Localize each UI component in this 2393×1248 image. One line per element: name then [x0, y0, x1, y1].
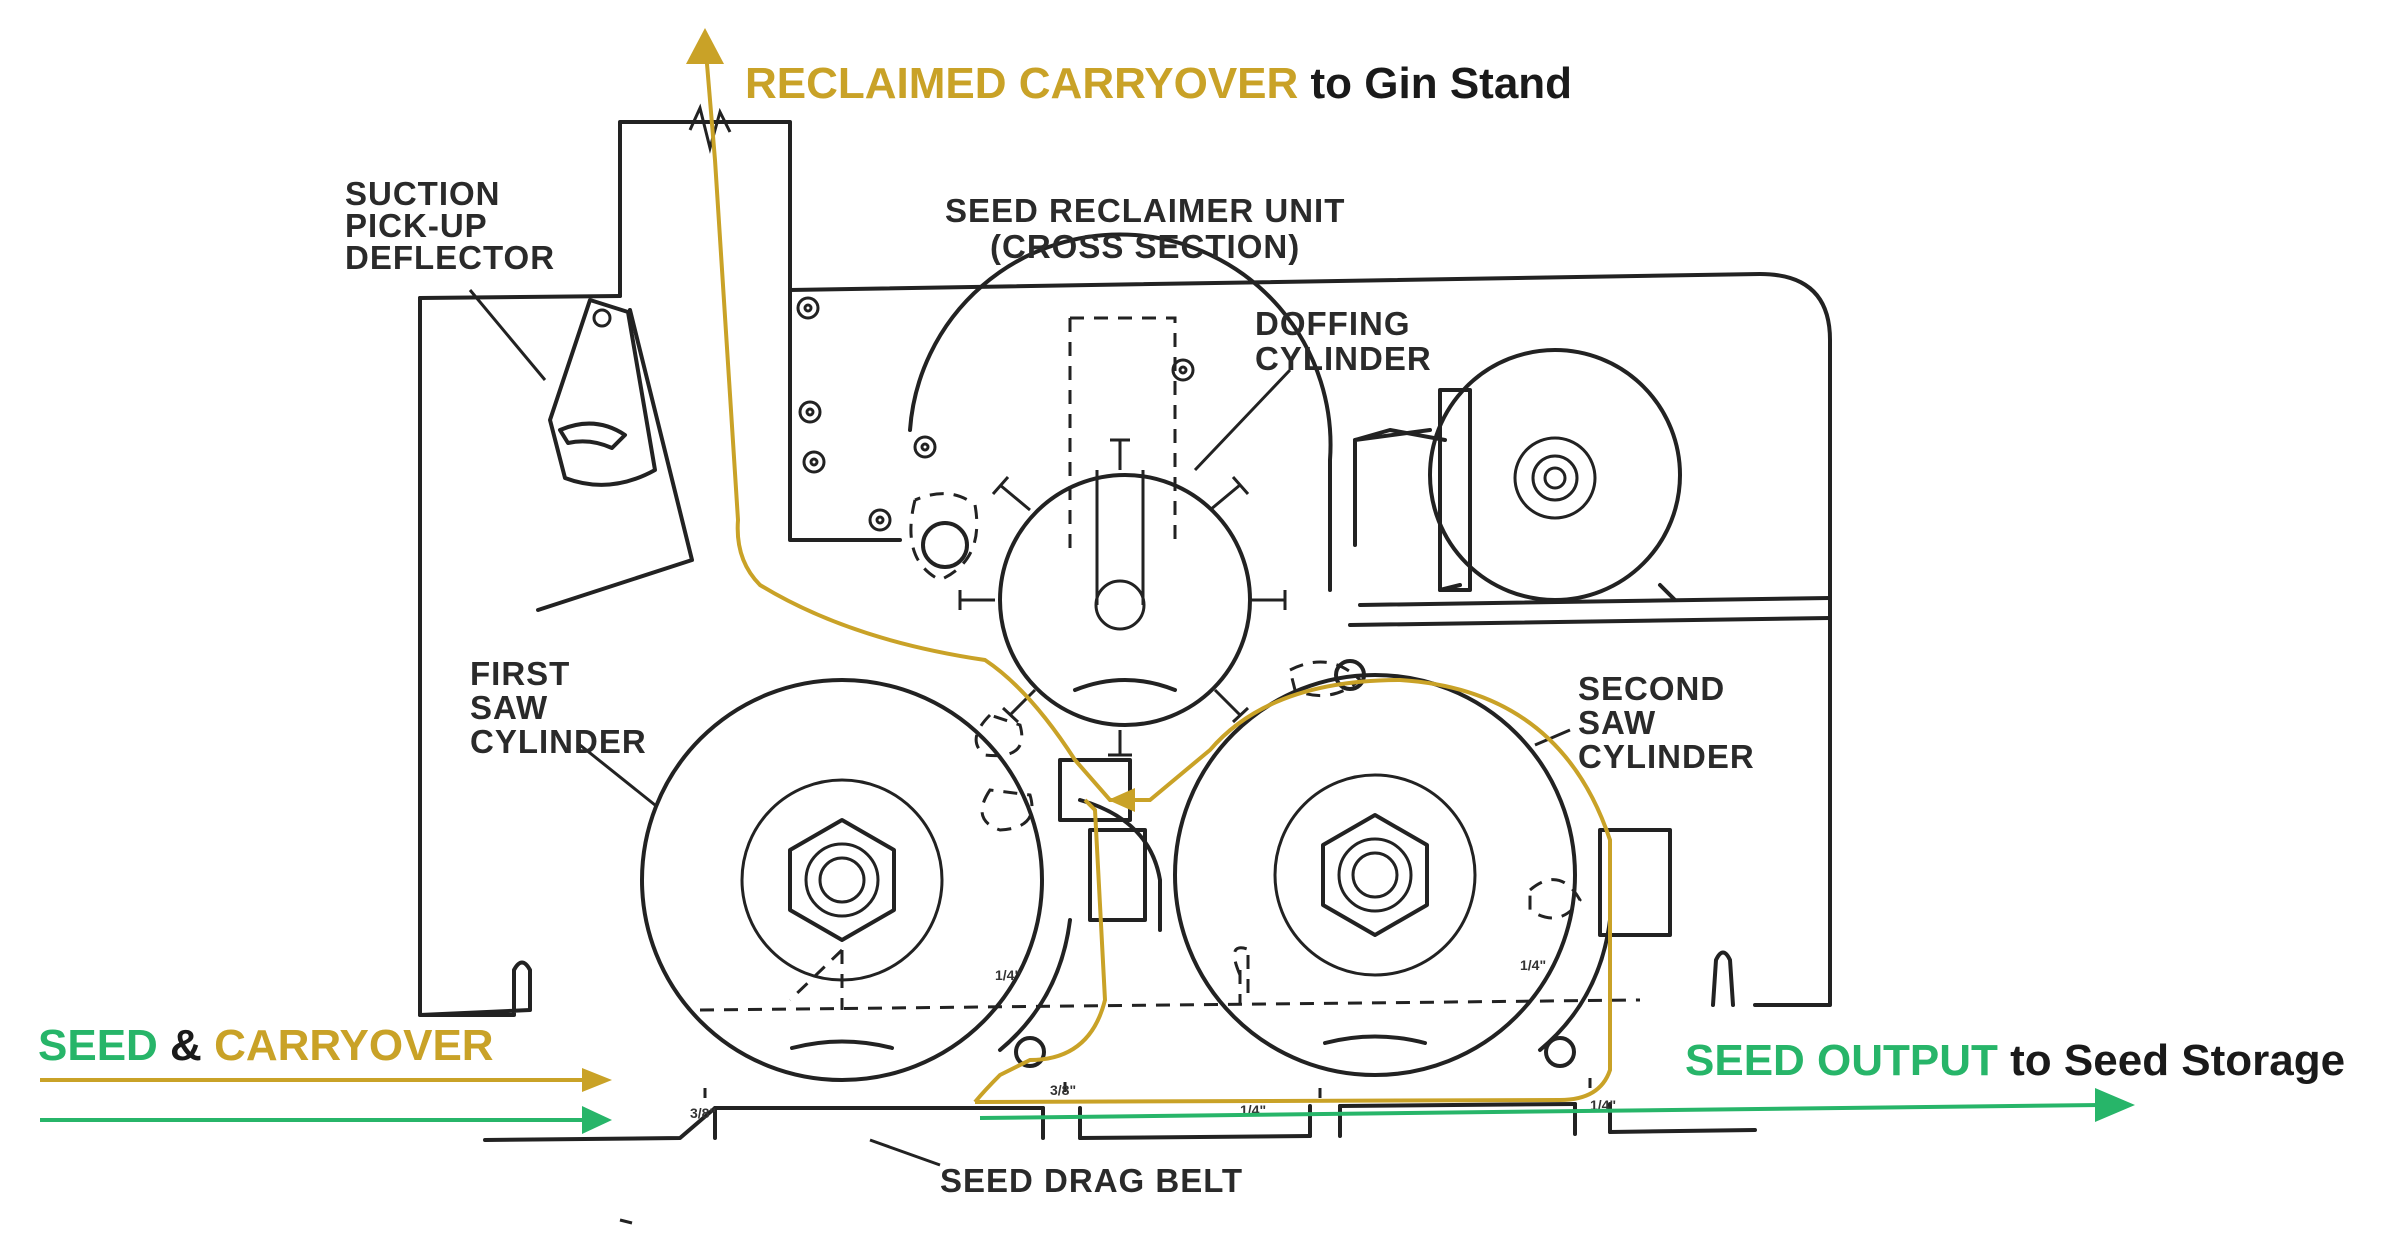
doffing-cylinder [908, 232, 1333, 757]
title-line-2: (CROSS SECTION) [990, 228, 1300, 265]
arrow-right-icon [2095, 1088, 2135, 1122]
second-label-2: SAW [1578, 704, 1656, 741]
hex-nut-icon [1321, 813, 1429, 937]
top-header: RECLAIMED CARRYOVER to Gin Stand [745, 59, 1572, 108]
suction-label-3: DEFLECTOR [345, 239, 555, 276]
title-line-1: SEED RECLAIMER UNIT [945, 192, 1345, 229]
housing [418, 103, 1832, 1017]
dimension-marks: 3/8" 3/8" 1/4" 1/4" 1/4" 1/4" [690, 957, 1616, 1121]
input-amp: & [158, 1021, 214, 1070]
dimension-mark: 3/8" [1050, 1082, 1076, 1098]
doffing-label-2: CYLINDER [1255, 340, 1432, 377]
leader-lines [468, 289, 1571, 807]
hex-nut-icon [788, 818, 896, 942]
belt-label: SEED DRAG BELT [940, 1162, 1243, 1199]
first-label-1: FIRST [470, 655, 570, 692]
first-saw-cylinder [640, 678, 1044, 1082]
first-label-2: SAW [470, 689, 548, 726]
motor-icon [1353, 348, 1682, 602]
output-highlight: SEED OUTPUT [1685, 1036, 1998, 1085]
dimension-mark: 3/8" [690, 1105, 716, 1121]
top-header-rest: to Gin Stand [1298, 59, 1572, 108]
doffing-label-1: DOFFING [1255, 305, 1410, 342]
output-arrow [979, 1088, 2135, 1122]
arrow-right-icon [582, 1068, 612, 1092]
output-rest: to Seed Storage [1998, 1036, 2345, 1085]
second-saw-cylinder [1173, 673, 1577, 1077]
top-header-highlight: RECLAIMED CARRYOVER [745, 59, 1298, 108]
output-header: SEED OUTPUT to Seed Storage [1685, 1036, 2345, 1085]
brackets [699, 659, 1672, 1068]
seed-drag-belt [483, 1078, 1757, 1167]
dimension-mark: 1/4" [1520, 957, 1546, 973]
suction-label-2: PICK-UP [345, 207, 488, 244]
second-label-1: SECOND [1578, 670, 1725, 707]
arrow-right-icon [582, 1106, 612, 1134]
dimension-mark: 1/4" [995, 967, 1021, 983]
suction-deflector [548, 298, 657, 487]
reclaimed-flow-path [703, 39, 1612, 1104]
input-header: SEED & CARRYOVER [38, 1021, 494, 1070]
second-label-3: CYLINDER [1578, 738, 1755, 775]
suction-label-1: SUCTION [345, 175, 501, 212]
arrow-left-icon [1108, 788, 1135, 812]
first-label-3: CYLINDER [470, 723, 647, 760]
input-seed: SEED [38, 1021, 158, 1070]
arrow-up-icon [686, 28, 724, 64]
input-arrows [40, 1068, 612, 1134]
input-carry: CARRYOVER [214, 1021, 494, 1070]
